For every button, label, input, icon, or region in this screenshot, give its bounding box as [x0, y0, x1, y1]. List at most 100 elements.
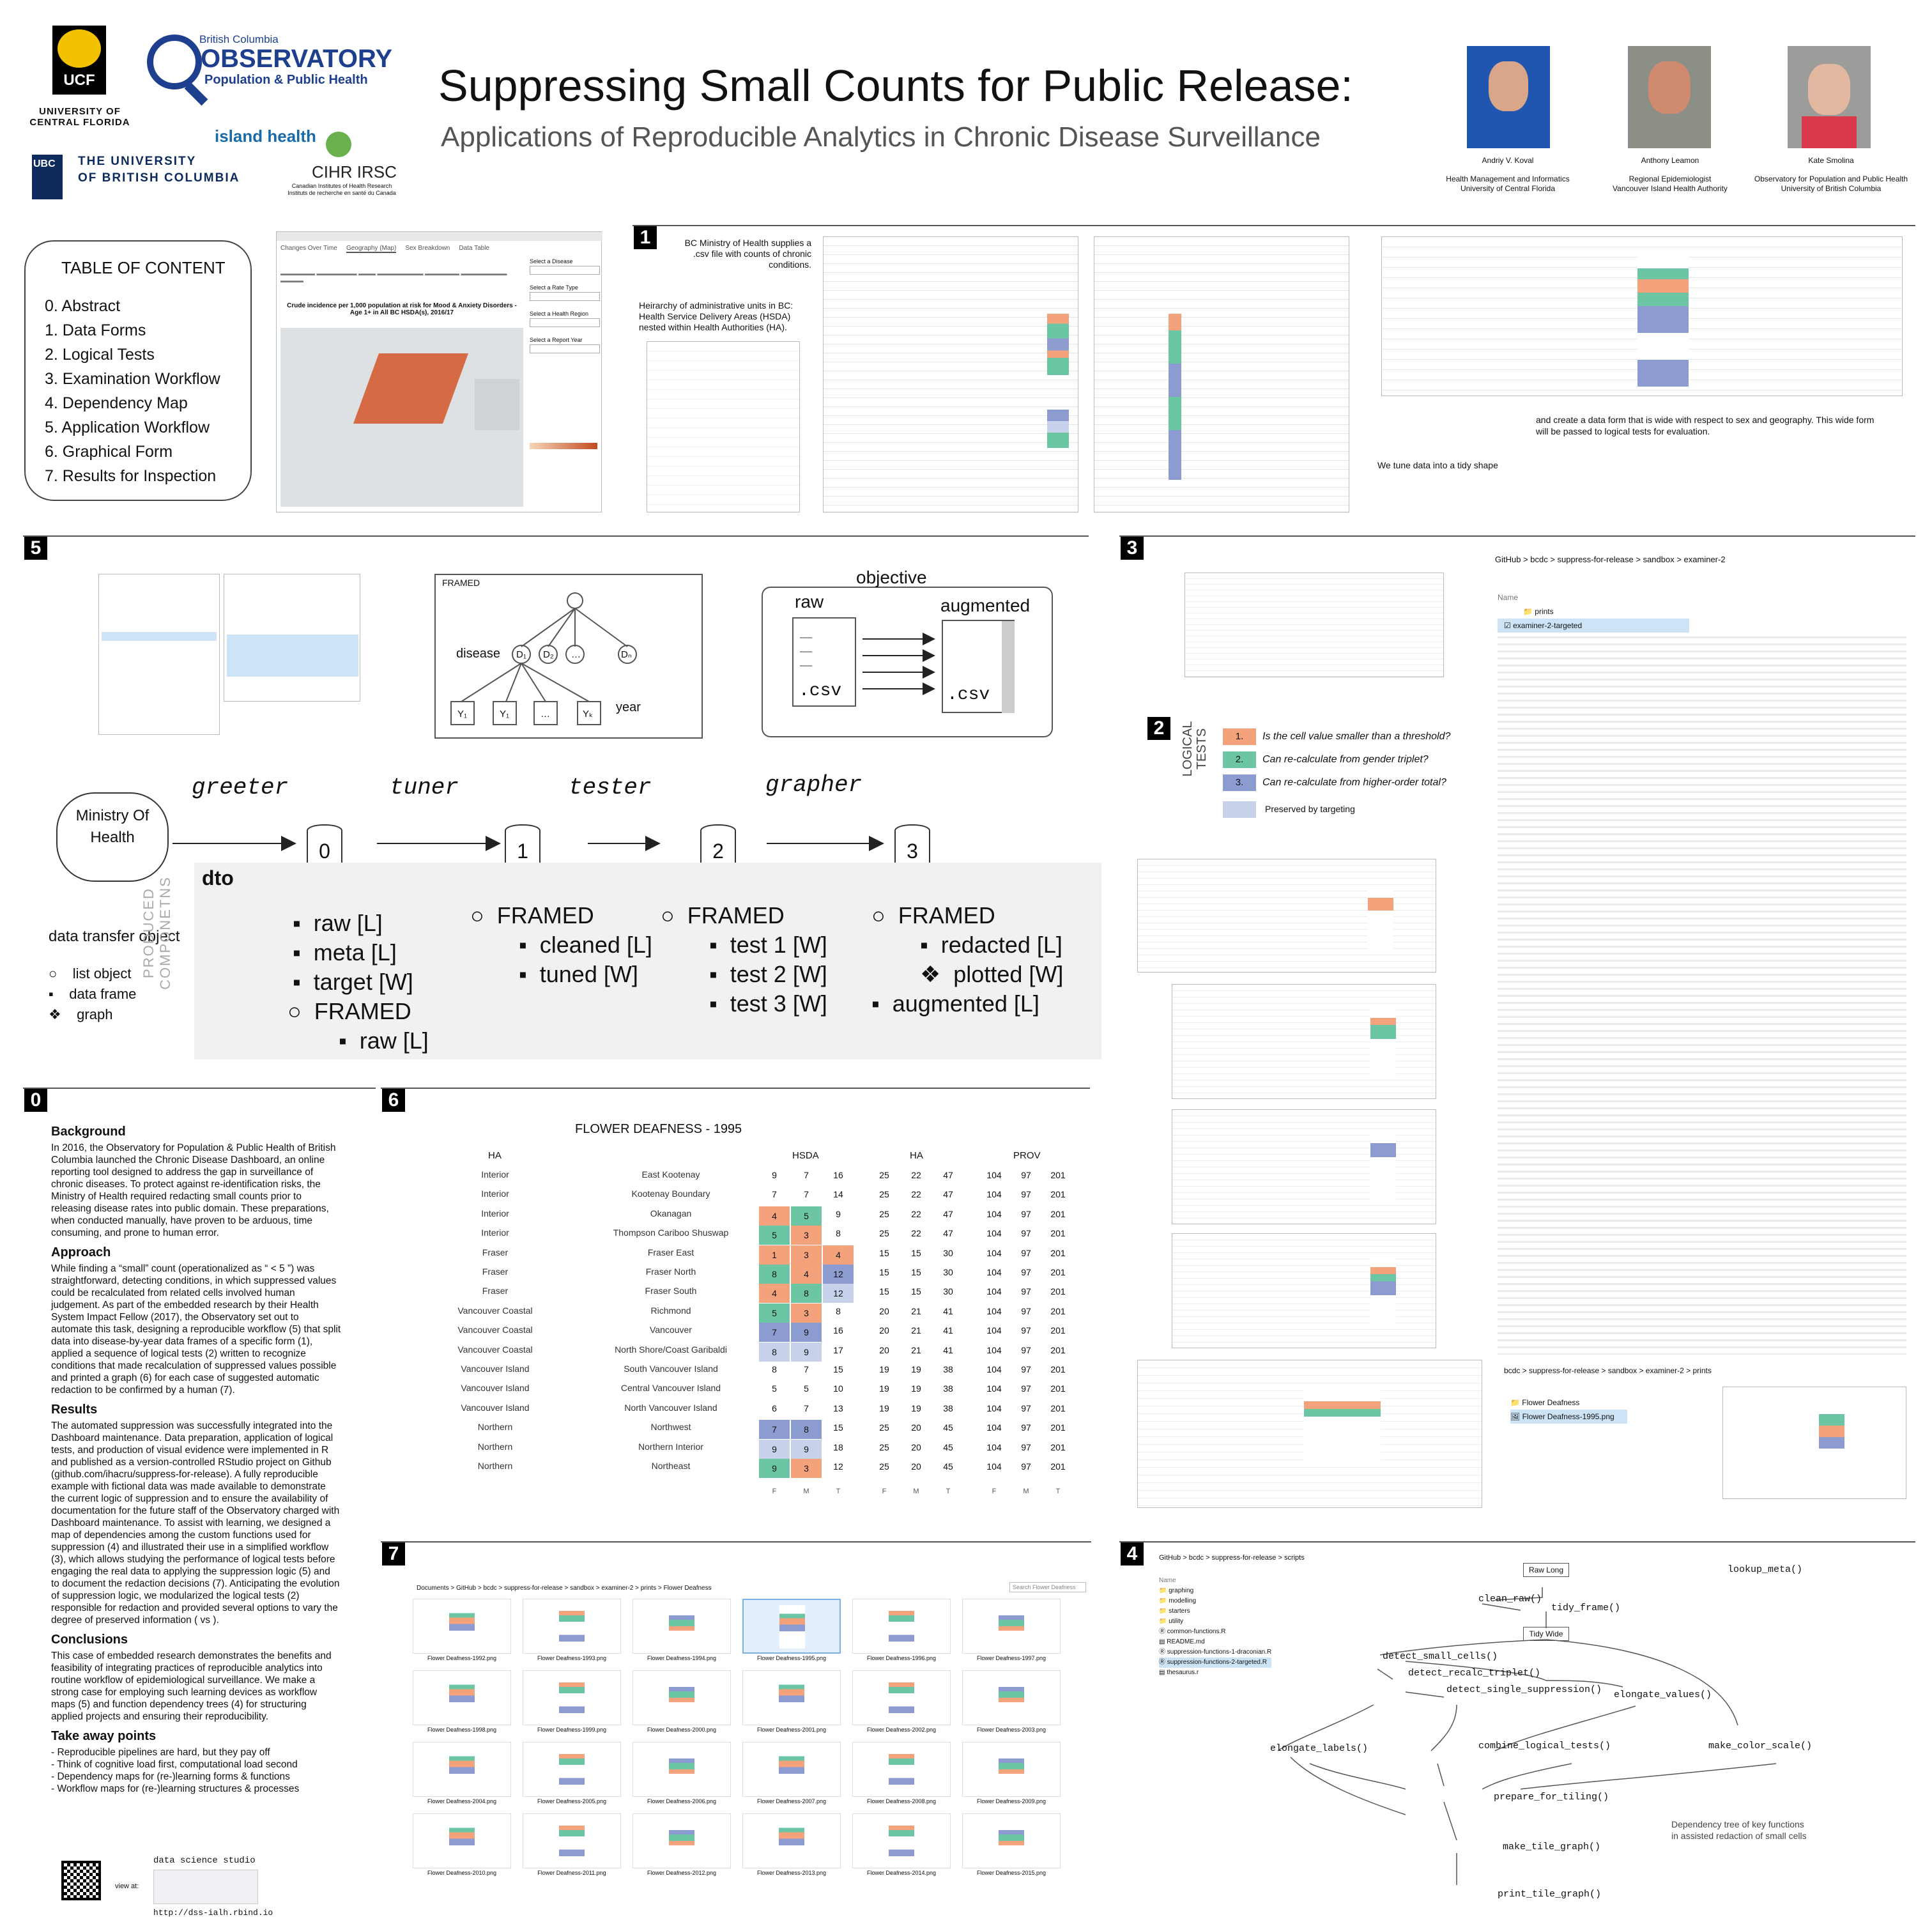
tile-cell: 20 [911, 1422, 921, 1433]
row-hsda: Northeast [651, 1461, 691, 1471]
tile-cell: 8 [772, 1364, 777, 1374]
thumbnail[interactable] [742, 1742, 841, 1797]
file-item[interactable]: 📁 graphing [1159, 1587, 1194, 1594]
tile-cell: 41 [943, 1305, 953, 1316]
thumbnail[interactable] [852, 1599, 951, 1654]
cihr-sub: Canadian Institutes of Health Research I… [288, 183, 396, 196]
toc-item[interactable]: 7. Results for Inspection [45, 467, 217, 485]
section-3-breadcrumb[interactable]: GitHub > bcdc > suppress-for-release > s… [1495, 555, 1726, 564]
file-item[interactable]: Ⓡ common-functions.R [1159, 1628, 1226, 1635]
ubc-name: THE UNIVERSITY [78, 155, 197, 168]
thumbnail[interactable] [632, 1813, 731, 1868]
file-item[interactable]: 📁 utility [1159, 1618, 1184, 1625]
thumbnail-label: Flower Deafness-2002.png [866, 1727, 937, 1733]
sex-label: T [946, 1488, 951, 1495]
tile-cell: 3 [791, 1226, 822, 1245]
thumbnail-graph [999, 1604, 1024, 1648]
thumbnail[interactable] [632, 1599, 731, 1654]
thumbnail[interactable] [962, 1599, 1061, 1654]
tile-cell: 9 [759, 1439, 790, 1459]
thumbnail[interactable] [962, 1670, 1061, 1725]
thumbnail[interactable] [523, 1813, 621, 1868]
section-7-search[interactable]: Search Flower Deafness [1009, 1582, 1086, 1592]
qr-code[interactable] [61, 1861, 101, 1900]
thumbnail-label: Flower Deafness-2005.png [537, 1798, 607, 1804]
file-item[interactable]: ▤ README.md [1159, 1638, 1205, 1645]
thumbnail[interactable] [523, 1670, 621, 1725]
tile-cell: 20 [911, 1461, 921, 1472]
tile-cell: 201 [1050, 1344, 1066, 1355]
tile-cell: 104 [986, 1344, 1002, 1355]
tile-cell: 1 [759, 1245, 790, 1265]
tile-cell: 19 [879, 1383, 889, 1394]
stage-greeter: greeter [192, 774, 289, 801]
tile-cell: 19 [879, 1364, 889, 1374]
tile-cell: 18 [833, 1442, 843, 1452]
thumbnail-graph [889, 1676, 914, 1719]
thumbnail[interactable] [413, 1599, 511, 1654]
thumbnail-graph [449, 1819, 475, 1863]
tile-cell: 104 [986, 1170, 1002, 1180]
thumbnail[interactable] [523, 1742, 621, 1797]
workflow-arrows [172, 836, 884, 851]
toc-item[interactable]: 6. Graphical Form [45, 443, 173, 461]
thumbnail[interactable] [523, 1599, 621, 1654]
tile-cell: 47 [943, 1189, 953, 1200]
file-item[interactable]: Ⓡ suppression-functions-1-draconian.R [1159, 1649, 1272, 1656]
tile-cell: 104 [986, 1267, 1002, 1277]
thumbnail[interactable] [742, 1599, 841, 1654]
raw-long-box: Raw Long [1523, 1563, 1569, 1577]
toc-item[interactable]: 5. Application Workflow [45, 419, 210, 436]
thumbnail[interactable] [413, 1742, 511, 1797]
tile-cell: 19 [911, 1364, 921, 1374]
tile-cell: 13 [833, 1403, 843, 1413]
thumbnail[interactable] [852, 1813, 951, 1868]
augmented-csv-icon: .csv [942, 620, 1015, 713]
thumbnail-label: Flower Deafness-2015.png [976, 1870, 1046, 1876]
file-item[interactable]: 🖼 Flower Deafness-1995.png [1510, 1410, 1627, 1424]
thumbnail[interactable] [742, 1813, 841, 1868]
tile-cell: 97 [1021, 1383, 1031, 1394]
fn-detect-single: detect_single_suppression() [1446, 1684, 1602, 1695]
file-item[interactable]: Ⓡ suppression-functions-2-targeted.R [1159, 1658, 1272, 1668]
preserved-swatch [1223, 801, 1256, 818]
tile-cell: 201 [1050, 1403, 1066, 1413]
r-script-code [1498, 633, 1906, 1355]
file-item[interactable]: 📁 Flower Deafness [1510, 1398, 1580, 1407]
file-item[interactable]: ▤ thesaurus.r [1159, 1669, 1199, 1676]
tile-cell: 4 [791, 1265, 822, 1284]
tile-cell: 104 [986, 1383, 1002, 1394]
toc-item[interactable]: 1. Data Forms [45, 321, 146, 339]
section-3-bottom-breadcrumb[interactable]: bcdc > suppress-for-release > sandbox > … [1504, 1366, 1712, 1375]
tile-cell: 7 [759, 1323, 790, 1342]
thumbnail[interactable] [632, 1670, 731, 1725]
toc-item[interactable]: 0. Abstract [45, 297, 121, 315]
thumbnail[interactable] [962, 1742, 1061, 1797]
svg-text:…: … [540, 709, 550, 719]
section-4-breadcrumb[interactable]: GitHub > bcdc > suppress-for-release > s… [1159, 1554, 1305, 1562]
tile-cell: 17 [833, 1344, 843, 1355]
thumbnail[interactable] [632, 1742, 731, 1797]
thumbnail[interactable] [413, 1670, 511, 1725]
toc-item[interactable]: 3. Examination Workflow [45, 370, 220, 388]
dss-url[interactable]: http://dss-ialh.rbind.io [153, 1908, 273, 1918]
tile-cell: 201 [1050, 1422, 1066, 1433]
file-item[interactable]: 📁 starters [1159, 1608, 1190, 1615]
file-item[interactable]: ☑ examiner-2-targeted [1498, 619, 1689, 633]
tile-cell: 19 [911, 1383, 921, 1394]
thumbnail[interactable] [852, 1670, 951, 1725]
section-7-breadcrumb[interactable]: Documents > GitHub > bcdc > suppress-for… [417, 1585, 712, 1592]
tile-cell: 3 [791, 1245, 822, 1265]
fn-lookup-meta: lookup_meta() [1728, 1564, 1803, 1575]
thumbnail-graph [889, 1604, 914, 1648]
file-item[interactable]: 📁 modelling [1159, 1597, 1197, 1604]
thumbnail[interactable] [962, 1813, 1061, 1868]
thumbnail[interactable] [852, 1742, 951, 1797]
tile-cell: 97 [1021, 1208, 1031, 1219]
thumbnail[interactable] [742, 1670, 841, 1725]
toc-item[interactable]: 2. Logical Tests [45, 346, 155, 364]
toc-item[interactable]: 4. Dependency Map [45, 394, 188, 412]
thumbnail[interactable] [413, 1813, 511, 1868]
file-item[interactable]: 📁 prints [1523, 607, 1554, 616]
tile-cell: 9 [836, 1208, 841, 1219]
